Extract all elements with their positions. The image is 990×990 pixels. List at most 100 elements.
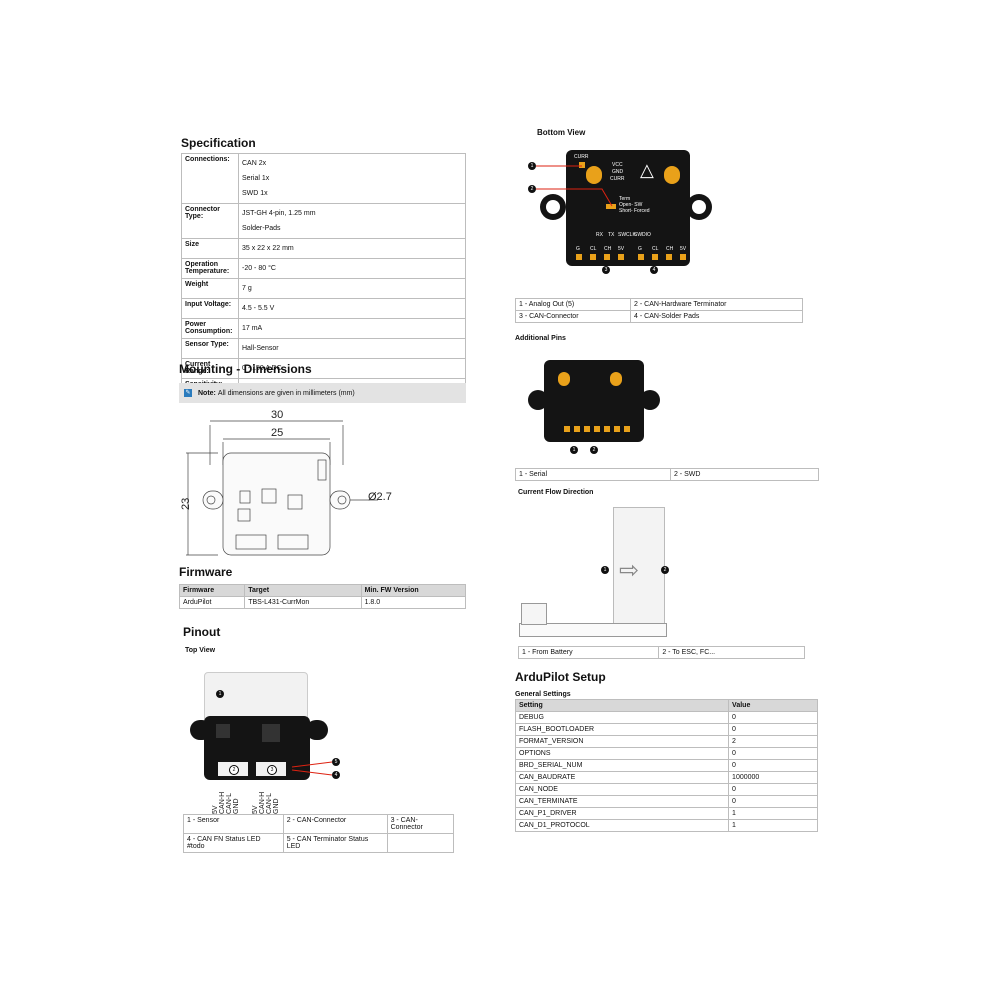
spec-value-line: 17 mA [242, 325, 263, 332]
pinout-legend-cell [386, 833, 455, 853]
mount-hole [692, 200, 706, 214]
pinout-legend-cell: 2 - CAN-Connector [282, 814, 388, 834]
bottom-view-board: CURR VCC GND CURR △ Term Open- SW Short-… [526, 148, 726, 274]
solder-pad-large [664, 166, 680, 184]
setting-name: FLASH_BOOTLOADER [514, 723, 730, 736]
curr-label-2: CURR [610, 176, 625, 182]
note-label: Note: [198, 389, 216, 397]
warning-icon: △ [640, 160, 654, 180]
marker-2: 2 [661, 566, 669, 574]
mount-ear-right [306, 720, 328, 740]
setting-value: 1000000 [728, 771, 818, 784]
analog-out-pad [579, 162, 585, 168]
firmware-header: Firmware [178, 584, 246, 597]
flow-legend-cell: 1 - From Battery [517, 646, 660, 659]
additional-legend-cell: 2 - SWD [669, 468, 820, 481]
pad-label: CL [590, 246, 597, 252]
spec-value-line: Serial 1x [242, 175, 270, 182]
spec-key: Sensor Type: [181, 338, 239, 359]
pad-label: CH [604, 246, 612, 252]
swclk-label: SWCLK [618, 232, 636, 238]
additional-pins-board: 1 2 [528, 358, 663, 458]
marker-1: 1 [216, 690, 224, 698]
spec-value-line: CAN 2x [242, 160, 267, 167]
term-label: Term [619, 196, 631, 202]
setting-name: CAN_P1_DRIVER [514, 807, 730, 820]
marker-1: 1 [601, 566, 609, 574]
solder-pad [604, 254, 610, 260]
pin-label: CAN-H [259, 791, 266, 814]
setting-name: CAN_BAUDRATE [514, 771, 730, 784]
spec-value-line: 0 - 150 A DC [242, 365, 282, 372]
spec-value: 7 g [238, 278, 466, 299]
firmware-cell: TBS-L431-CurrMon [244, 596, 362, 609]
swdio-label: SWDIO [634, 232, 651, 238]
side-connector [521, 603, 547, 625]
gnd-label: GND [612, 169, 624, 175]
marker-3: 3 [267, 765, 277, 775]
solder-pad [576, 254, 582, 260]
side-profile-board [519, 623, 667, 637]
solder-pad [638, 254, 644, 260]
led-leader-lines [291, 761, 333, 776]
ardupilot-setup-title: ArduPilot Setup [515, 670, 606, 684]
note-text: All dimensions are given in millimeters … [217, 389, 355, 397]
spec-key: Weight [181, 278, 239, 299]
setting-value: 0 [728, 747, 818, 760]
pin-label: CAN-H [219, 791, 226, 814]
solder-pad [618, 254, 624, 260]
solder-pad-large [586, 166, 602, 184]
pinout-legend-cell: 1 - Sensor [183, 814, 284, 834]
term-short-label: Short- Forced [619, 208, 650, 214]
busbar [613, 507, 665, 637]
solder-pad-large [610, 372, 622, 386]
current-flow-figure: ⇨ 1 2 [515, 505, 675, 640]
spec-key: Input Voltage: [181, 298, 239, 319]
flow-legend-cell: 2 - To ESC, FC... [658, 646, 805, 659]
marker-2: 2 [229, 765, 239, 775]
additional-pins-title: Additional Pins [515, 335, 566, 342]
dim-23-label: 23 [180, 498, 192, 510]
pad-label: CH [666, 246, 674, 252]
spec-key: Power Consumption: [181, 318, 239, 339]
top-view-label: Top View [185, 647, 216, 654]
spec-value-line: SWD 1x [242, 190, 268, 197]
bottom-legend-row: 1 - Analog Out (5)2 - CAN-Hardware Termi… [514, 298, 803, 311]
spec-value-line: Hall-Sensor [242, 345, 279, 352]
setting-value: 0 [728, 759, 818, 772]
mount-ear-right [640, 390, 660, 410]
spec-value-line: JST-GH 4-pin, 1.25 mm [242, 210, 316, 217]
setting-name: CAN_TERMINATE [514, 795, 730, 808]
term-open-label: Open- SW [619, 202, 643, 208]
chip [216, 724, 230, 738]
spec-value: 4.5 - 5.5 V [238, 298, 466, 319]
pinout-title: Pinout [183, 625, 221, 639]
marker-4: 4 [332, 771, 340, 779]
pin-label: 5V [252, 805, 259, 814]
setting-name: BRD_SERIAL_NUM [514, 759, 730, 772]
bottom-legend-cell: 4 - CAN-Solder Pads [630, 310, 803, 323]
marker-4: 4 [650, 266, 658, 274]
mount-hole [546, 200, 560, 214]
bottom-legend-cell: 2 - CAN-Hardware Terminator [630, 298, 803, 311]
pin-label: GND [273, 798, 280, 814]
firmware-cell: ArduPilot [178, 596, 246, 609]
setting-name: FORMAT_VERSION [514, 735, 730, 748]
marker-2: 2 [590, 446, 598, 454]
settings-header: Setting [514, 699, 730, 712]
pad-label: CL [652, 246, 659, 252]
setting-value: 0 [728, 783, 818, 796]
